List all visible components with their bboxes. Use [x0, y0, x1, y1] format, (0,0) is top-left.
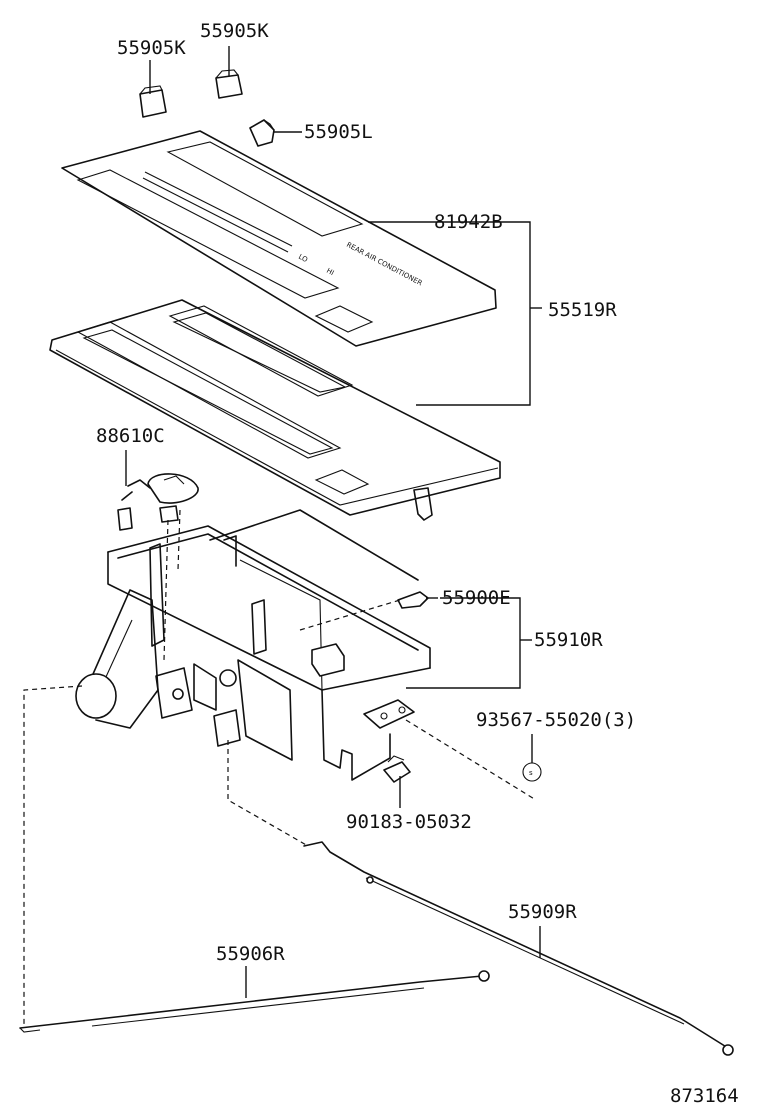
panel-label-rear-ac: REAR AIR CONDITIONER — [345, 241, 424, 288]
lamp-88610c — [117, 473, 199, 531]
label-55910r: 55910R — [534, 629, 603, 651]
label-55905k-right: 55905K — [200, 20, 269, 42]
panel-81942b: LO HI REAR AIR CONDITIONER — [61, 130, 497, 347]
reference-lines — [23, 509, 537, 1026]
cable-55906r — [19, 970, 490, 1033]
cable-55909r — [303, 841, 734, 1056]
screw-93567: s — [522, 762, 542, 782]
bracket-55519r — [368, 221, 531, 406]
panel-label-lo: LO — [297, 253, 309, 265]
label-93567: 93567-55020(3) — [476, 709, 636, 731]
leader-lines — [125, 46, 541, 998]
knob-55905l — [249, 119, 275, 147]
panel-label-hi: HI — [325, 267, 335, 278]
control-housing-55910r — [75, 509, 431, 781]
label-55905l: 55905L — [304, 121, 373, 143]
figure-number: 873164 — [670, 1085, 739, 1107]
knob-55905k-left — [139, 85, 167, 118]
label-81942b: 81942B — [434, 211, 503, 233]
clip-90183 — [383, 755, 411, 783]
knob-55905k-right — [215, 69, 243, 99]
label-90183: 90183-05032 — [346, 811, 472, 833]
bulb-55900e — [397, 591, 429, 609]
bracket-55910r — [406, 597, 521, 689]
label-55519r: 55519R — [548, 299, 617, 321]
label-55906r: 55906R — [216, 943, 285, 965]
label-55905k-left: 55905K — [117, 37, 186, 59]
label-55900e: 55900E — [442, 587, 511, 609]
label-55909r: 55909R — [508, 901, 577, 923]
svg-text:s: s — [529, 769, 533, 777]
label-88610c: 88610C — [96, 425, 165, 447]
bezel-55519r — [49, 299, 501, 521]
